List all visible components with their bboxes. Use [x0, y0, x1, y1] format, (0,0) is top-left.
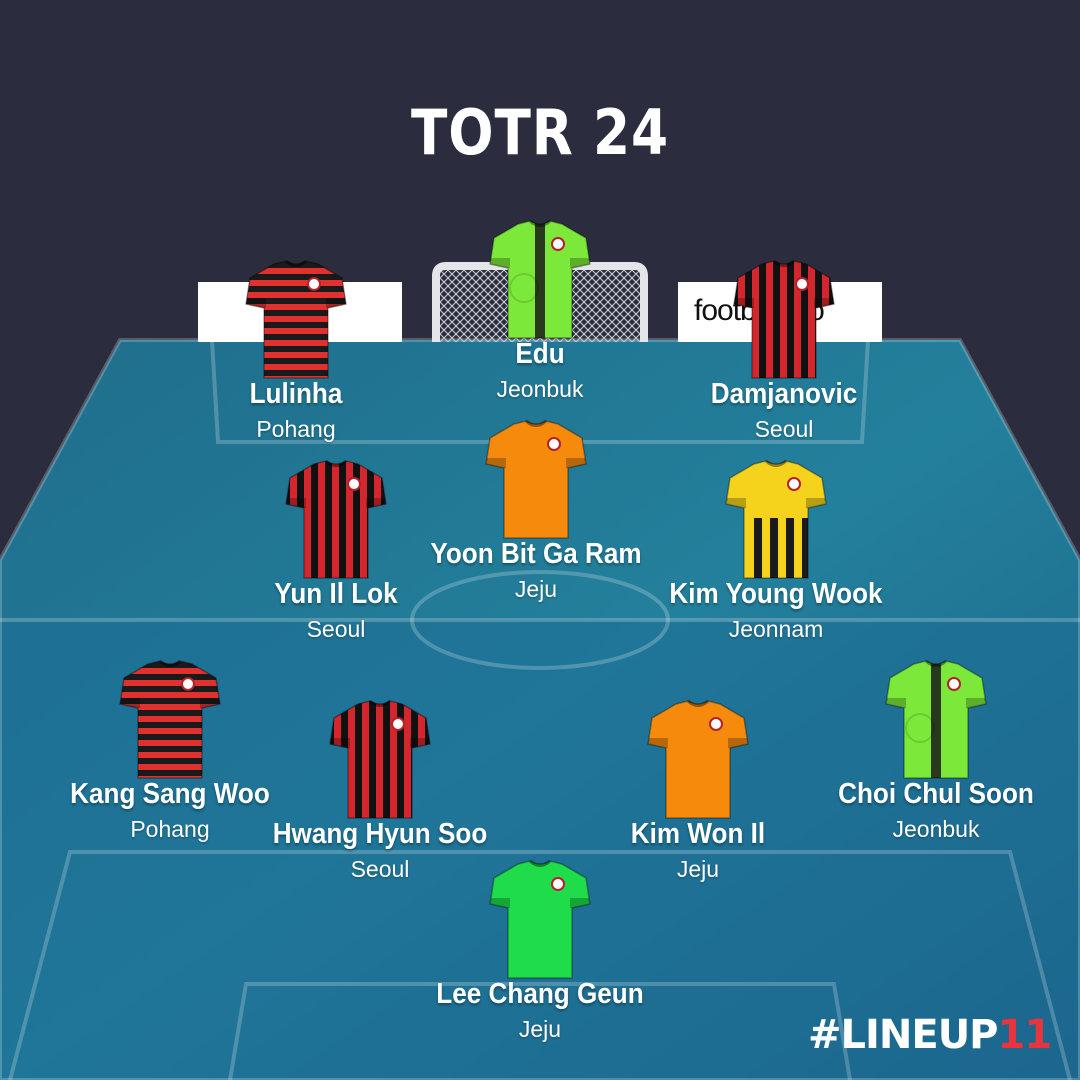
player-card: Hwang Hyun Soo Seoul [250, 698, 510, 884]
seoul-crest [347, 477, 361, 491]
player-team: Jeonbuk [892, 816, 980, 842]
player-name: Lee Chang Geun [436, 978, 644, 1010]
player-card: Lee Chang Geun Jeju [410, 858, 670, 1044]
player-team: Pohang [256, 416, 336, 442]
player-name: Edu [515, 338, 565, 370]
player-team: Jeju [676, 856, 720, 882]
player-card: Yun Il Lok Seoul [206, 458, 466, 644]
jersey-icon [489, 859, 591, 979]
brand-accent-text: 11 [997, 1012, 1052, 1058]
player-card: Kim Young Wook Jeonnam [646, 458, 906, 644]
player-card: Kim Won Il Jeju [568, 698, 828, 884]
jersey-icon [725, 459, 827, 579]
jersey-icon [485, 419, 587, 539]
player-team: Jeonnam [728, 616, 824, 642]
player-name: Kim Young Wook [669, 578, 883, 610]
player-team: Jeonbuk [496, 376, 584, 402]
jeonnam-crest [787, 477, 801, 491]
pohang-crest [307, 277, 321, 291]
jersey-icon [329, 699, 431, 819]
player-name: Yoon Bit Ga Ram [430, 538, 642, 570]
jeju-crest [551, 877, 565, 891]
jeju-crest [709, 717, 723, 731]
player-card: Lulinha Pohang [166, 258, 426, 444]
player-name: Choi Chul Soon [838, 778, 1034, 810]
player-name: Kim Won Il [630, 818, 766, 850]
jersey-icon [245, 259, 347, 379]
brand-main-text: #LINEUP [808, 1012, 998, 1058]
jeonbuk-crest [551, 237, 565, 251]
player-team: Seoul [754, 416, 814, 442]
player-name: Damjanovic [710, 378, 858, 410]
jersey-icon [647, 699, 749, 819]
jersey-icon [733, 259, 835, 379]
player-name: Hwang Hyun Soo [272, 818, 488, 850]
jersey-icon [119, 659, 221, 779]
player-team: Pohang [130, 816, 210, 842]
jersey-icon [885, 659, 987, 779]
brand-logo: #LINEUP11 [808, 1012, 1052, 1058]
player-team: Jeju [518, 1016, 562, 1042]
player-team: Jeju [514, 576, 558, 602]
player-team: Seoul [306, 616, 366, 642]
jersey-icon [285, 459, 387, 579]
jeju-crest [547, 437, 561, 451]
jersey-icon [489, 219, 591, 339]
pohang-crest [181, 677, 195, 691]
player-card: Yoon Bit Ga Ram Jeju [406, 418, 666, 604]
player-card: Edu Jeonbuk [410, 218, 670, 404]
player-name: Yun Il Lok [274, 578, 398, 610]
page-title: TOTR 24 [411, 96, 669, 169]
seoul-crest [795, 277, 809, 291]
seoul-crest [391, 717, 405, 731]
player-card: Choi Chul Soon Jeonbuk [806, 658, 1066, 844]
player-card: Damjanovic Seoul [654, 258, 914, 444]
player-name: Lulinha [249, 378, 343, 410]
jeonbuk-crest [947, 677, 961, 691]
player-card: Kang Sang Woo Pohang [40, 658, 300, 844]
player-name: Kang Sang Woo [70, 778, 270, 810]
player-team: Seoul [350, 856, 410, 882]
